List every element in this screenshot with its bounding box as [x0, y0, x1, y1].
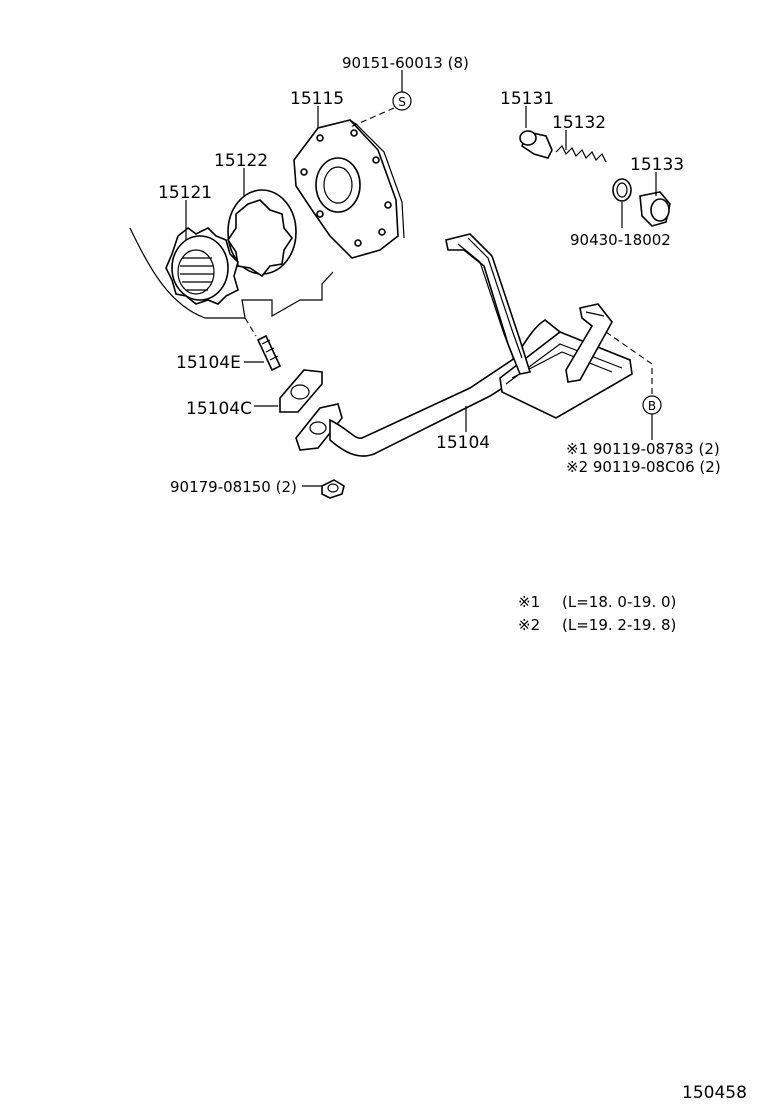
marker-s: S: [392, 91, 412, 111]
label-90151: 90151-60013 (8): [342, 54, 469, 72]
svg-text:S: S: [398, 95, 406, 109]
label-15104E: 15104E: [176, 353, 241, 373]
label-15104: 15104: [436, 433, 490, 453]
svg-text:B: B: [648, 399, 656, 413]
outer-rotor: [227, 189, 297, 278]
leader-lines: [185, 70, 657, 487]
note-1-range: (L=18. 0-19. 0): [562, 593, 676, 611]
figure-number: 150458: [682, 1083, 747, 1103]
note-2-mark: ※2: [518, 616, 540, 634]
relief-valve-piston: [519, 130, 553, 159]
marker-b: B: [642, 395, 662, 415]
label-15121: 15121: [158, 183, 212, 203]
relief-valve-spring: [555, 144, 607, 163]
inner-rotor: [165, 226, 239, 305]
note-2-range: (L=19. 2-19. 8): [562, 616, 676, 634]
label-15131: 15131: [500, 89, 554, 109]
label-15133: 15133: [630, 155, 684, 175]
label-90179: 90179-08150 (2): [170, 478, 297, 496]
label-bolt-2: ※2 90119-08C06 (2): [566, 458, 721, 476]
pump-cover-plate: [293, 119, 405, 259]
label-15132: 15132: [552, 113, 606, 133]
note-1-mark: ※1: [518, 593, 540, 611]
label-15115: 15115: [290, 89, 344, 109]
label-bolt-1: ※1 90119-08783 (2): [566, 440, 720, 458]
label-90430: 90430-18002: [570, 231, 671, 249]
oil-strainer: [295, 233, 633, 457]
label-15122: 15122: [214, 151, 268, 171]
gasket-ring: [612, 178, 632, 202]
nut: [321, 479, 345, 499]
engine-block-outline: [129, 227, 334, 319]
relief-valve-plug: [639, 191, 671, 227]
strainer-gasket: [279, 369, 323, 413]
label-15104C: 15104C: [186, 399, 252, 419]
stud-bolt: [256, 334, 282, 372]
engine-block-dash: [244, 317, 257, 337]
